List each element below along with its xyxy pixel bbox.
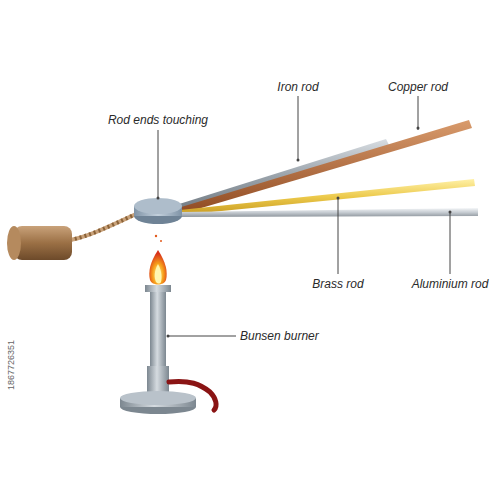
leader-dot bbox=[157, 197, 160, 200]
leader-dot bbox=[167, 335, 170, 338]
label: Rod ends touching bbox=[108, 113, 208, 127]
leader-line bbox=[338, 198, 339, 274]
handle-end bbox=[7, 226, 21, 260]
air-regulator bbox=[147, 366, 169, 394]
spark bbox=[155, 235, 157, 237]
disc-top bbox=[134, 198, 182, 214]
label: Copper rod bbox=[388, 80, 448, 94]
burner-base-top bbox=[120, 391, 196, 405]
burner-collar bbox=[145, 285, 171, 292]
wire-twist bbox=[70, 214, 136, 240]
burner-tube bbox=[150, 292, 166, 366]
label: Iron rod bbox=[277, 80, 318, 94]
label: Brass rod bbox=[312, 277, 363, 291]
leader-dot bbox=[417, 127, 420, 130]
leader-line bbox=[418, 96, 419, 130]
leader-line bbox=[158, 130, 159, 198]
wooden-handle bbox=[14, 226, 72, 260]
leader-line bbox=[168, 336, 236, 337]
flame bbox=[149, 250, 166, 285]
label: Bunsen burner bbox=[240, 329, 319, 343]
watermark: 1867726351 bbox=[6, 340, 16, 390]
inner-flame bbox=[155, 264, 162, 284]
label: Aluminium rod bbox=[412, 277, 489, 291]
spark bbox=[160, 240, 162, 242]
leader-line bbox=[450, 212, 451, 274]
aluminium-rod bbox=[180, 208, 478, 217]
leader-dot bbox=[337, 197, 340, 200]
leader-line bbox=[298, 96, 299, 160]
leader-dot bbox=[297, 159, 300, 162]
leader-dot bbox=[449, 211, 452, 214]
twisted-wire bbox=[70, 214, 136, 240]
